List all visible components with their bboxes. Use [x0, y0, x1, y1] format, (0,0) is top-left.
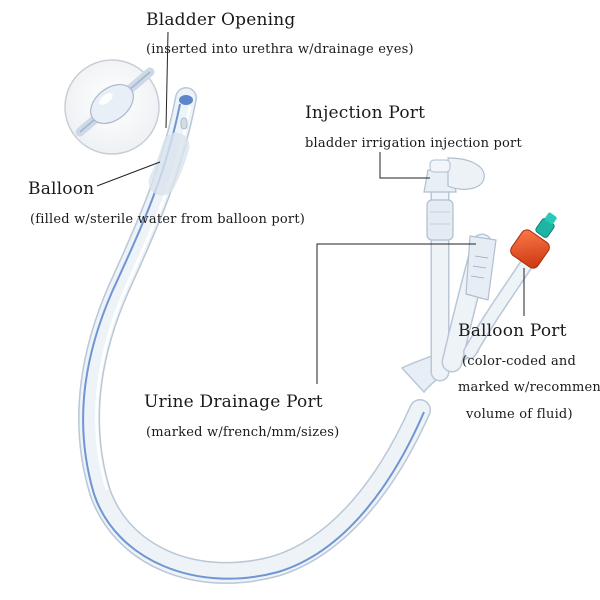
balloon-valve-icon [510, 212, 557, 269]
bladder-opening-title: Bladder Opening [146, 10, 296, 30]
bladder-opening-caption: (inserted into urethra w/drainage eyes) [146, 42, 414, 57]
magnified-balloon-icon [64, 59, 160, 155]
drainage-port-arm [441, 233, 497, 373]
injection-port-leader [379, 152, 430, 179]
injection-port-title: Injection Port [305, 103, 426, 123]
balloon-port-arm [463, 255, 535, 359]
bladder-opening-leader [165, 31, 169, 129]
balloon-port-caption-line2: marked w/recommende [458, 380, 600, 395]
urine-drainage-port-title: Urine Drainage Port [144, 392, 323, 412]
balloon-section [148, 132, 190, 196]
drainage-port-leader [316, 243, 476, 384]
injection-port-icon [423, 157, 485, 193]
balloon-caption: (filled w/sterile water from balloon por… [30, 212, 306, 227]
balloon-port-title: Balloon Port [458, 321, 567, 341]
catheter-tube [78, 87, 431, 584]
balloon-leader [96, 161, 161, 187]
balloon-port-caption-line1: (color-coded and [462, 354, 576, 369]
balloon-title: Balloon [28, 179, 95, 199]
injection-port-arm [426, 182, 454, 382]
radiopaque-stripe [82, 103, 425, 580]
catheter-tip-icon [179, 95, 193, 130]
urine-drainage-port-caption: (marked w/french/mm/sizes) [146, 425, 340, 440]
balloon-port-caption-line3: volume of fluid) [466, 407, 573, 422]
leader-lines [96, 31, 525, 384]
injection-port-caption: bladder irrigation injection port [305, 136, 522, 151]
